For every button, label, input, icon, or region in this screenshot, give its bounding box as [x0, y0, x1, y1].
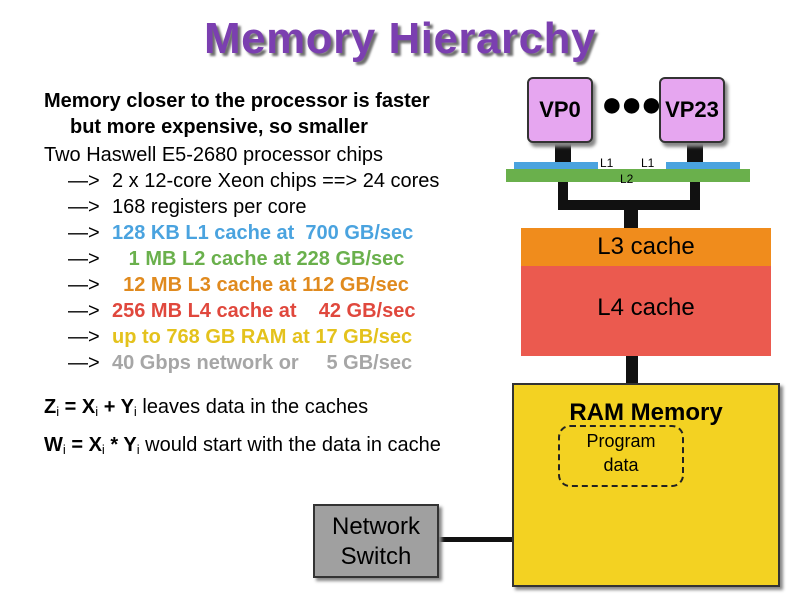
ellipsis-dots: ●●●: [601, 83, 662, 124]
arrow-icon: —>: [68, 248, 100, 270]
l1-cache-bar-right: [666, 162, 740, 169]
text-line-more-expensive: but more expensive, so smaller: [70, 116, 368, 138]
op-plus: +: [98, 396, 121, 418]
l1-label-right: L1: [641, 156, 655, 170]
network-switch-box: Network Switch: [313, 504, 439, 578]
equation-text: leaves data in the caches: [136, 396, 369, 418]
program-data-label-1: Program: [586, 431, 656, 451]
vp0-processor: VP0: [527, 77, 593, 143]
program-data-label-2: data: [603, 455, 639, 475]
bullet-text-ram: up to 768 GB RAM at 17 GB/sec: [112, 326, 413, 348]
bullet-text-l4: 256 MB L4 cache at 42 GB/sec: [112, 300, 416, 322]
l4-cache-box: L4 cache: [521, 266, 771, 356]
op-equals: =: [59, 396, 82, 418]
text-line-memory-closer: Memory closer to the processor is faster: [44, 90, 430, 112]
op-equals: =: [65, 434, 89, 456]
network-to-ram-line: [439, 537, 513, 542]
vp23-processor: VP23: [659, 77, 725, 143]
arrow-icon: —>: [68, 326, 100, 348]
arrow-icon: —>: [68, 170, 100, 192]
network-switch-label-1: Network: [331, 513, 421, 540]
equation-text: would start with the data in cache: [139, 434, 441, 456]
bullet-network: —> 40 Gbps network or 5 GB/sec: [68, 352, 412, 375]
op-times: *: [104, 434, 124, 456]
l4-to-ram-line: [626, 356, 638, 384]
subscript: i: [62, 442, 66, 457]
bus-to-l3: [624, 205, 638, 229]
l4-cache-label: L4 cache: [597, 294, 695, 321]
subscript: i: [95, 404, 99, 419]
page-title: Memory Hierarchy: [204, 14, 596, 63]
equation-z: Zi = Xi + Yi leaves data in the caches: [44, 396, 368, 419]
network-switch-label-2: Switch: [340, 543, 412, 570]
l1-cache-bar-left: [514, 162, 598, 169]
subscript: i: [56, 404, 60, 419]
arrow-icon: —>: [68, 196, 100, 218]
subscript: i: [133, 404, 137, 419]
arrow-icon: —>: [68, 274, 100, 296]
bullet-l1: —> 128 KB L1 cache at 700 GB/sec: [68, 222, 413, 245]
var-w: W: [44, 434, 63, 456]
bullet-text-network: 40 Gbps network or 5 GB/sec: [112, 352, 413, 374]
l1-label-left: L1: [600, 156, 614, 170]
subscript: i: [101, 442, 105, 457]
equation-w: Wi = Xi * Yi would start with the data i…: [44, 434, 441, 457]
bullet-text: 2 x 12-core Xeon chips ==> 24 cores: [112, 170, 440, 192]
var-z: Z: [44, 396, 57, 418]
vp0-stem: [555, 140, 571, 162]
text-line-haswell-chips: Two Haswell E5-2680 processor chips: [44, 144, 384, 166]
var-x: X: [88, 434, 102, 456]
subscript: i: [136, 442, 140, 457]
l2-label: L2: [620, 172, 634, 186]
bullet-ram: —> up to 768 GB RAM at 17 GB/sec: [68, 326, 412, 349]
l3-cache-label: L3 cache: [597, 233, 695, 260]
ram-memory-label: RAM Memory: [569, 399, 723, 426]
bullet-text-l3: 12 MB L3 cache at 112 GB/sec: [112, 274, 409, 296]
vp23-stem: [687, 140, 703, 162]
arrow-icon: —>: [68, 222, 100, 244]
bullet-l2: —> 1 MB L2 cache at 228 GB/sec: [68, 248, 404, 271]
var-y: Y: [120, 396, 134, 418]
bullet-text-l2: 1 MB L2 cache at 228 GB/sec: [112, 248, 405, 270]
arrow-icon: —>: [68, 352, 100, 374]
arrow-icon: —>: [68, 300, 100, 322]
bullet-l4: —> 256 MB L4 cache at 42 GB/sec: [68, 300, 416, 323]
l2-cache-bar: [506, 169, 750, 182]
bullet-l3: —> 12 MB L3 cache at 112 GB/sec: [68, 274, 409, 297]
program-data-box: Program data: [558, 425, 684, 487]
bullet-text-l1: 128 KB L1 cache at 700 GB/sec: [112, 222, 414, 244]
bullet-registers: —> 168 registers per core: [68, 196, 307, 219]
var-x: X: [81, 396, 96, 418]
var-y: Y: [123, 434, 137, 456]
bullet-cores: —> 2 x 12-core Xeon chips ==> 24 cores: [68, 170, 439, 193]
bullet-text: 168 registers per core: [112, 196, 307, 218]
l3-cache-box: L3 cache: [521, 228, 771, 266]
